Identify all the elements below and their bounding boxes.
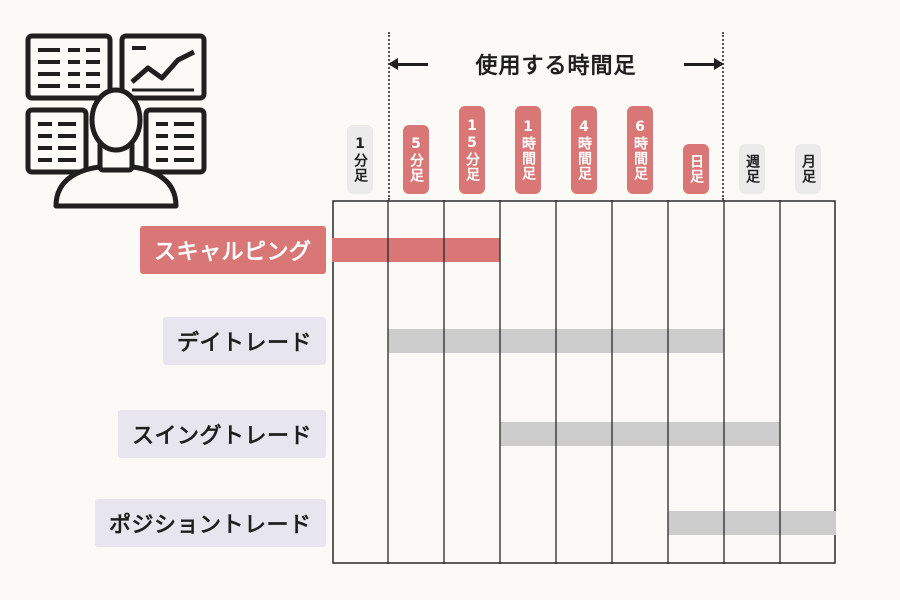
range-bar-3 xyxy=(500,422,780,446)
trading-style-label-1: スキャルピング xyxy=(140,226,326,274)
right-arrow-icon xyxy=(683,58,724,70)
trading-style-label-2: デイトレード xyxy=(163,317,327,365)
range-end-divider xyxy=(722,32,724,200)
timeframe-grid xyxy=(332,200,836,564)
timeframe-label-6: 6時間足 xyxy=(627,106,653,194)
trading-style-label-4: ポジショントレード xyxy=(95,499,326,547)
usage-range-header: 使用する時間足 xyxy=(388,44,724,84)
range-bar-4 xyxy=(668,511,836,535)
usage-range-label: 使用する時間足 xyxy=(475,54,637,79)
timeframe-label-9: 月足 xyxy=(795,144,821,194)
timeframe-label-7: 日足 xyxy=(683,144,709,194)
range-start-divider xyxy=(388,32,390,200)
timeframe-label-1: 1分足 xyxy=(347,125,373,194)
timeframe-label-8: 週足 xyxy=(739,144,765,194)
timeframe-label-2: 5分足 xyxy=(403,125,429,194)
timeframe-label-3: 15分足 xyxy=(459,106,485,194)
trader-at-monitors-icon xyxy=(25,33,207,209)
timeframe-label-5: 4時間足 xyxy=(571,106,597,194)
range-bar-1 xyxy=(332,238,500,262)
timeframe-label-4: 1時間足 xyxy=(515,106,541,194)
left-arrow-icon xyxy=(388,58,428,70)
trading-style-label-3: スイングトレード xyxy=(118,410,327,458)
